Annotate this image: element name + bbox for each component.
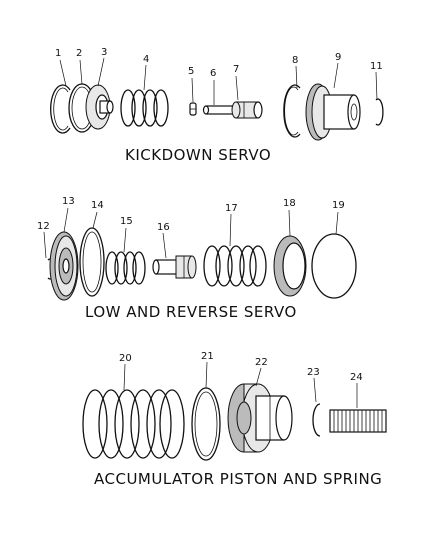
callout-6: 6 — [210, 68, 216, 79]
callout-11: 11 — [370, 61, 383, 72]
part-17-spring — [203, 245, 267, 287]
callout-9: 9 — [335, 52, 341, 63]
part-6-rod — [202, 105, 239, 115]
callout-21: 21 — [201, 351, 214, 362]
leader-14 — [92, 211, 98, 229]
leader-18 — [288, 209, 291, 237]
leader-22 — [255, 367, 262, 387]
leader-11 — [375, 71, 378, 101]
low-reverse-servo-group: 12 13 14 15 16 17 18 19 LOW AND REVERSE … — [37, 196, 357, 321]
leader-8 — [295, 65, 298, 89]
callout-5: 5 — [188, 66, 194, 77]
callout-3: 3 — [101, 47, 107, 58]
kickdown-servo-group: 1 2 3 4 5 6 7 8 9 11 KICKDOWN SERVO — [50, 47, 384, 164]
callout-7: 7 — [233, 64, 239, 75]
leader-3 — [97, 57, 105, 87]
callout-17: 17 — [225, 203, 238, 214]
part-13-piston — [49, 231, 79, 301]
leader-15 — [123, 227, 127, 253]
callout-12: 12 — [37, 221, 50, 232]
callout-1: 1 — [55, 48, 61, 59]
callout-8: 8 — [292, 55, 298, 66]
part-22-piston — [227, 383, 293, 453]
part-11-snap-ring — [375, 98, 384, 126]
part-1-snap-ring — [50, 84, 71, 134]
callout-19: 19 — [332, 200, 345, 211]
callout-16: 16 — [157, 222, 170, 233]
leader-17 — [229, 213, 232, 247]
callout-4: 4 — [143, 54, 149, 65]
part-9-piston — [305, 83, 361, 141]
section-title-kickdown: KICKDOWN SERVO — [125, 146, 271, 164]
leader-2 — [79, 59, 83, 85]
callout-24: 24 — [350, 372, 363, 383]
leader-21 — [205, 361, 208, 389]
leader-12 — [43, 231, 47, 259]
callout-13: 13 — [62, 196, 75, 207]
leader-13 — [63, 207, 69, 233]
callout-22: 22 — [255, 357, 268, 368]
leader-4 — [143, 64, 147, 91]
callout-15: 15 — [120, 216, 133, 227]
callout-23: 23 — [307, 367, 320, 378]
part-24-coil-spring — [329, 409, 387, 433]
leader-19 — [335, 211, 339, 235]
part-16-plug — [152, 255, 197, 279]
leader-20 — [123, 363, 126, 391]
part-19-snap-ring — [311, 233, 357, 299]
callout-18: 18 — [283, 198, 296, 209]
callout-20: 20 — [119, 353, 132, 364]
accumulator-group: 20 21 22 23 24 ACCUMULATOR PISTON AND SP… — [82, 351, 387, 488]
part-5-clip — [189, 102, 197, 116]
part-4-spring — [120, 89, 169, 127]
leader-5 — [191, 77, 194, 103]
section-title-accumulator: ACCUMULATOR PISTON AND SPRING — [94, 470, 382, 488]
leader-7 — [235, 75, 239, 101]
callout-14: 14 — [91, 200, 104, 211]
part-21-seal-ring — [191, 387, 221, 461]
part-20-spring — [82, 389, 185, 459]
leader-23 — [313, 377, 317, 403]
part-8-seal-ring — [283, 84, 301, 138]
leader-9 — [333, 62, 339, 89]
part-14-seal — [79, 227, 105, 297]
part-23-snap-ring — [312, 403, 321, 437]
leader-1 — [59, 59, 67, 87]
part-18-retainer — [273, 235, 307, 297]
section-title-low-reverse: LOW AND REVERSE SERVO — [85, 303, 297, 321]
part-7-plug — [231, 101, 263, 119]
callout-2: 2 — [76, 48, 82, 59]
part-15-spring — [105, 251, 146, 285]
part-3-piston — [85, 84, 114, 130]
leader-16 — [162, 232, 167, 259]
